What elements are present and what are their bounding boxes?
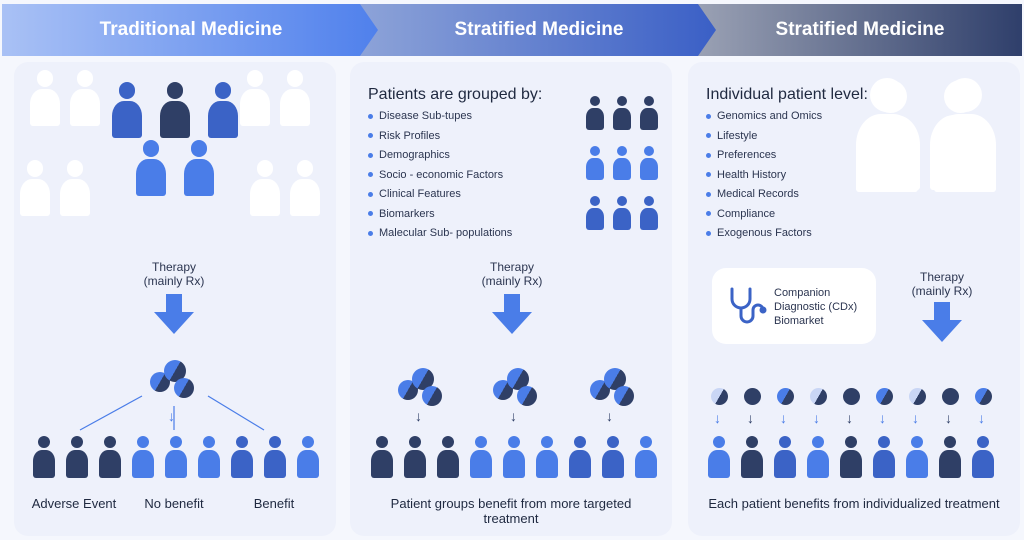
pill-icon (422, 386, 442, 406)
list-item: Health History (706, 166, 822, 186)
small-down-arrow-icon: ↓ (714, 410, 721, 426)
header-label: Stratified Medicine (775, 19, 945, 40)
list-item: Exogenous Factors (706, 224, 822, 244)
stethoscope-icon (730, 287, 767, 324)
pill-icon (604, 368, 626, 390)
pill-icon (744, 388, 761, 405)
list-item: Biomarkers (368, 205, 512, 225)
list-item: Medical Records (706, 185, 822, 205)
panel-title: Patients are grouped by: (368, 86, 543, 103)
small-down-arrow-icon: ↓ (879, 410, 886, 426)
list-item: Clinical Features (368, 185, 512, 205)
pill-icon (975, 388, 992, 405)
header-label: Stratified Medicine (454, 19, 624, 40)
list-item: Compliance (706, 205, 822, 225)
list-item: Malecular Sub- populations (368, 224, 512, 244)
list-item: Preferences (706, 146, 822, 166)
small-down-arrow-icon: ↓ (978, 410, 985, 426)
pill-icon (507, 368, 529, 390)
header-stratified-medicine: Stratified Medicine (360, 4, 718, 56)
caption: Each patient benefits from individualize… (708, 496, 1000, 511)
pill-icon (711, 388, 728, 405)
small-down-arrow-icon: ↓ (415, 408, 422, 424)
therapy-label: Therapy(mainly Rx) (143, 260, 205, 288)
small-down-arrow-icon: ↓ (912, 410, 919, 426)
pill-icon (876, 388, 893, 405)
label-benefit: Benefit (253, 496, 295, 511)
pill-icon (412, 368, 434, 390)
header-label: Traditional Medicine (99, 19, 283, 40)
list-item: Risk Profiles (368, 127, 512, 147)
pill-icon (909, 388, 926, 405)
small-down-arrow-icon: ↓ (780, 410, 787, 426)
pill-icon (777, 388, 794, 405)
header-traditional-medicine: Traditional Medicine (2, 4, 380, 56)
pill-icon (517, 386, 537, 406)
small-down-arrow-icon: ↓ (813, 410, 820, 426)
down-arrow-icon (154, 294, 194, 334)
pill-icon (942, 388, 959, 405)
pill-icon (614, 386, 634, 406)
small-down-arrow-icon: ↓ (747, 410, 754, 426)
list-item: Lifestyle (706, 127, 822, 147)
list-item: Demographics (368, 146, 512, 166)
header-individual-medicine: Stratified Medicine (698, 4, 1022, 56)
list-item: Disease Sub-tupes (368, 107, 512, 127)
small-down-arrow-icon: ↓ (846, 410, 853, 426)
small-down-arrow-icon: ↓ (510, 408, 517, 424)
down-arrow-icon (492, 294, 532, 334)
label-adverse-event: Adverse Event (31, 496, 117, 511)
down-arrow-icon (922, 302, 962, 342)
list-item: Genomics and Omics (706, 107, 822, 127)
caption: Patient groups benefit from more targete… (390, 496, 632, 526)
distribution-arrows (79, 395, 265, 431)
pill-icon (164, 360, 186, 382)
therapy-label: Therapy(mainly Rx) (481, 260, 543, 288)
list-item: Socio - economic Factors (368, 166, 512, 186)
small-down-arrow-icon: ↓ (168, 408, 175, 424)
panel-title: Individual patient level: (706, 86, 868, 103)
small-down-arrow-icon: ↓ (945, 410, 952, 426)
label-no-benefit: No benefit (144, 496, 204, 511)
small-down-arrow-icon: ↓ (606, 408, 613, 424)
pill-icon (843, 388, 860, 405)
pill-icon (174, 378, 194, 398)
pill-icon (810, 388, 827, 405)
therapy-label: Therapy(mainly Rx) (911, 270, 973, 298)
